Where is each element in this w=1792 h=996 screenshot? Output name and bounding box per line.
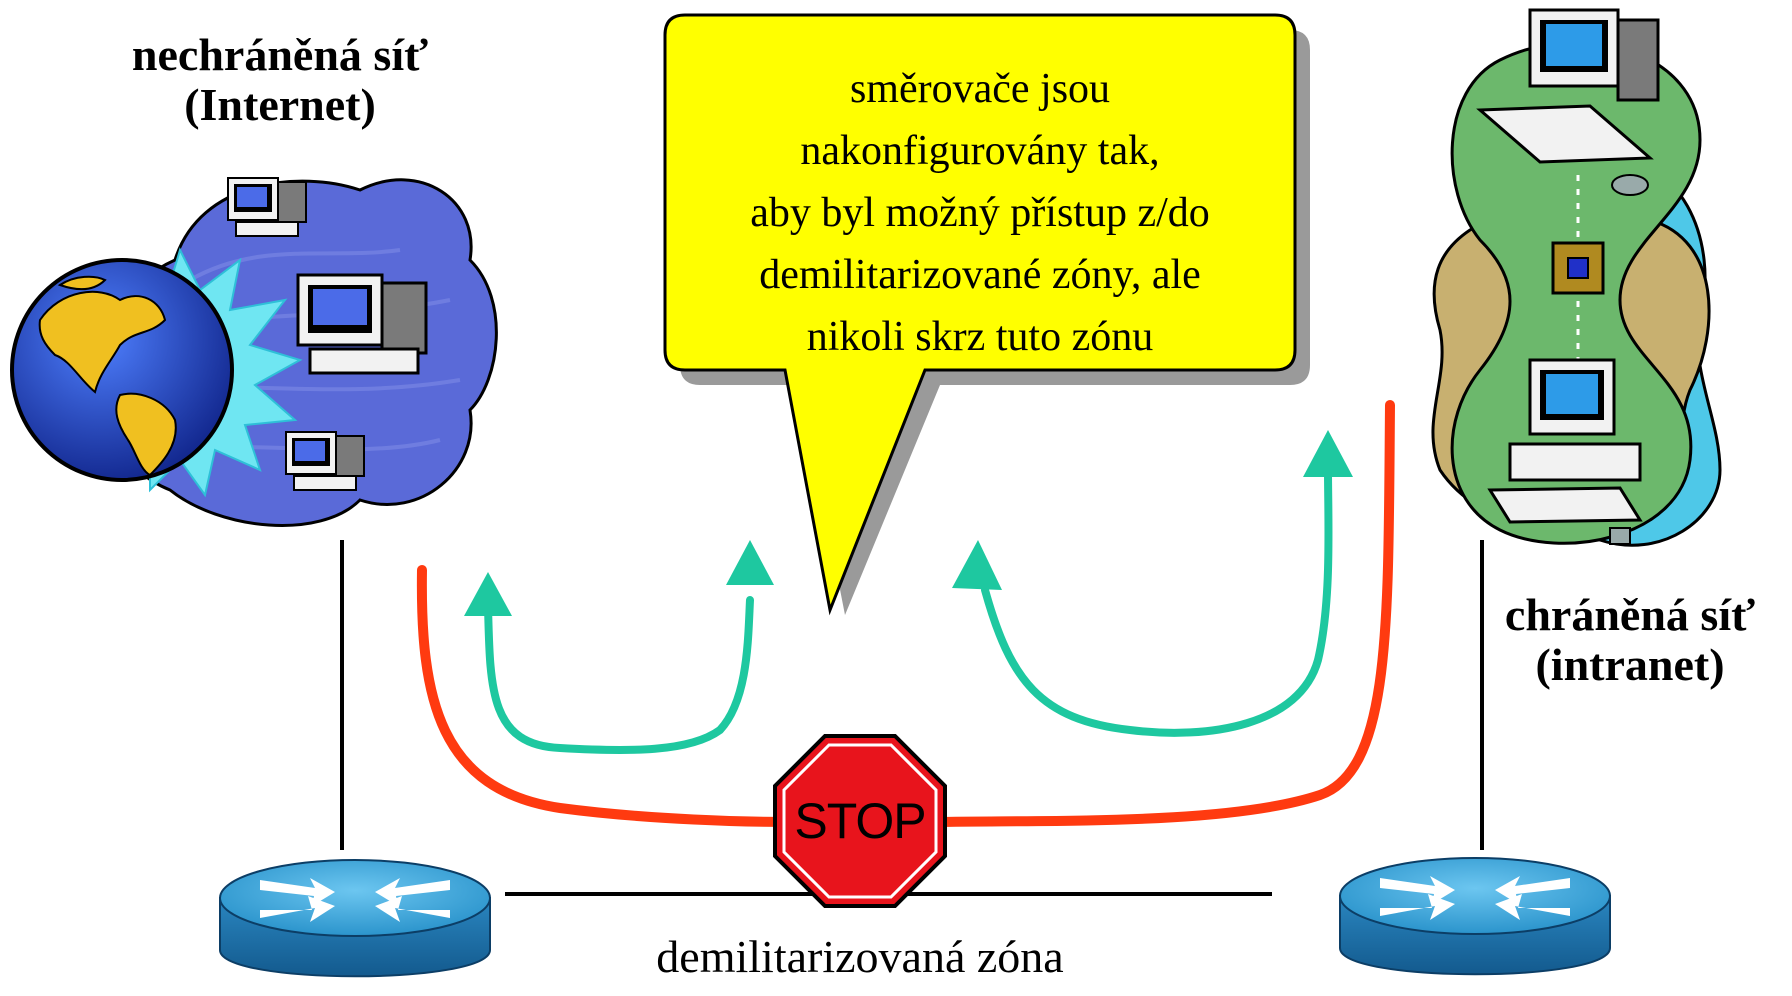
dmz-label: demilitarizovaná zóna — [656, 931, 1064, 982]
arrow-up-icon — [1303, 430, 1353, 477]
callout-line: demilitarizované zóny, ale — [759, 252, 1201, 298]
arrow-up-icon — [952, 540, 1002, 590]
callout-line: nakonfigurovány tak, — [800, 128, 1160, 174]
protected-network-subtitle: (intranet) — [1535, 639, 1725, 690]
callout-line: nikoli skrz tuto zónu — [806, 314, 1154, 360]
callout-bubble — [663, 13, 1310, 616]
allowed-path-left — [484, 596, 754, 755]
arrow-up-icon — [726, 540, 774, 585]
callout-text: směrovače jsou nakonfigurovány tak, aby … — [660, 58, 1300, 368]
stop-sign-icon — [773, 734, 947, 908]
computer-icon — [296, 273, 428, 375]
computer-icon — [1476, 8, 1660, 196]
computer-icon — [1487, 358, 1643, 545]
router-icon — [219, 859, 491, 978]
protected-network-title: chráněná síť — [1504, 589, 1756, 640]
allowed-path-right — [981, 466, 1333, 737]
stop-sign-label: STOP — [794, 793, 926, 849]
unprotected-network-label: nechráněná síť (Internet) — [60, 30, 500, 130]
unprotected-network-subtitle: (Internet) — [184, 79, 376, 130]
unprotected-network-title: nechráněná síť — [131, 29, 429, 80]
computer-icon — [227, 177, 307, 237]
protected-network-label: chráněná síť (intranet) — [1480, 590, 1780, 690]
callout-line: směrovače jsou — [849, 66, 1111, 112]
callout-line: aby byl možný přístup z/do — [750, 190, 1210, 236]
router-icon — [1339, 857, 1611, 976]
globe-icon — [10, 258, 234, 482]
blocked-path — [416, 400, 1395, 827]
computer-icon — [285, 431, 365, 491]
arrow-up-icon — [464, 572, 512, 616]
